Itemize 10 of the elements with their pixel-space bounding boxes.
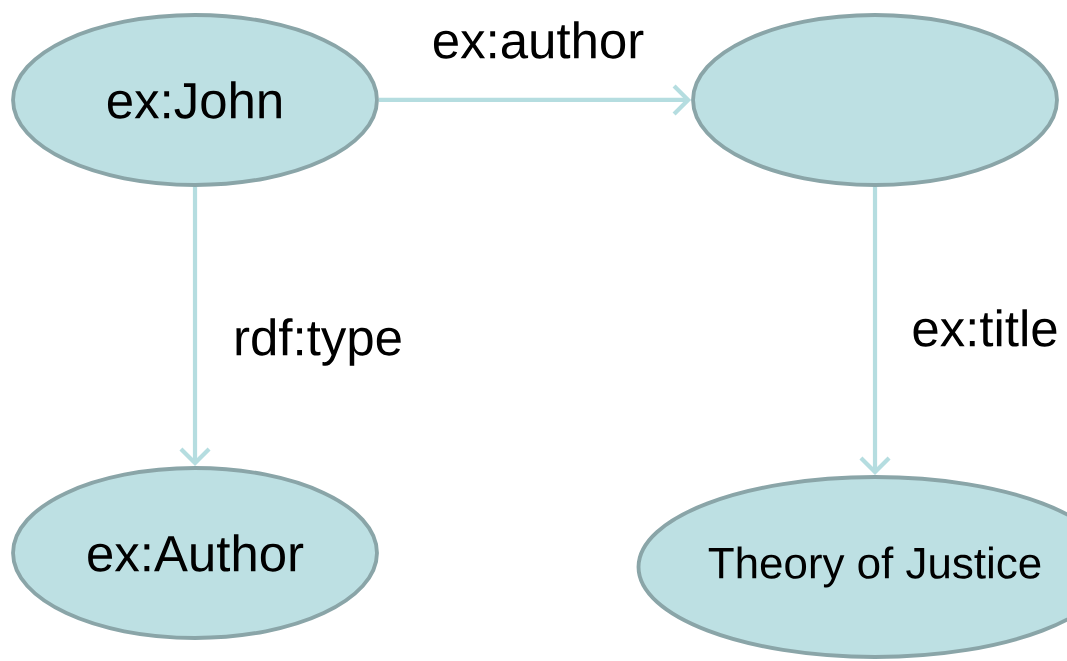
edge-label: rdf:type xyxy=(229,314,407,370)
ellipse-node: ex:John xyxy=(11,13,379,187)
ellipse-node xyxy=(691,13,1059,187)
arrow xyxy=(378,84,692,116)
ellipse-node: ex:Author xyxy=(11,466,379,640)
arrow xyxy=(179,186,211,467)
edge-label: ex:author xyxy=(428,17,648,63)
edge-label: ex:title xyxy=(907,305,1063,351)
ellipse-node: Theory of Justice xyxy=(636,475,1067,659)
arrow xyxy=(859,186,891,476)
